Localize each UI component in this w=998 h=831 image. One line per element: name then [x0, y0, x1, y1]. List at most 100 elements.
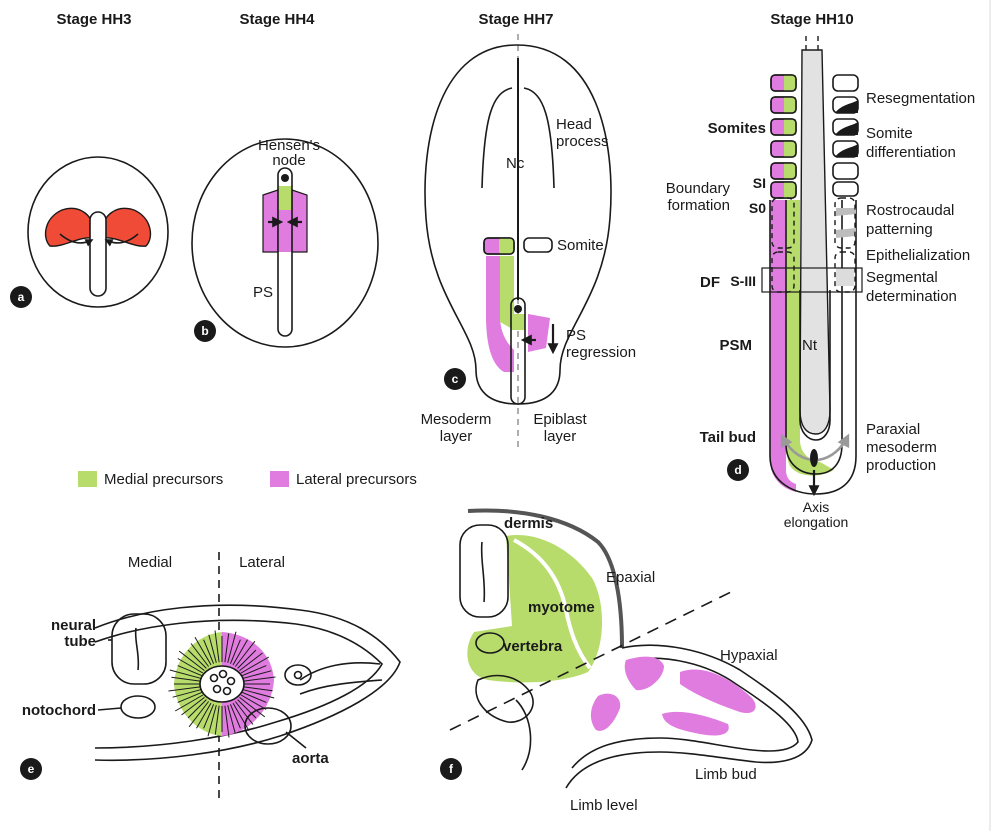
panel-a-badge-label: a — [18, 290, 25, 304]
panel-b-title: Stage HH4 — [239, 11, 315, 28]
right-somite-resegmentation — [833, 75, 858, 91]
lateral-vessel-lumen — [295, 672, 302, 679]
notochord-label: notochord — [22, 702, 96, 719]
left-somite-medial — [784, 75, 796, 91]
nc-label: Nc — [506, 155, 525, 172]
vertebra-label: vertebra — [503, 638, 563, 655]
hypaxial-muscle-upper — [625, 657, 664, 691]
hh4-pink-core — [278, 205, 292, 252]
hypaxial-label: Hypaxial — [720, 647, 778, 664]
right-rostrocaudal-stripe — [836, 208, 856, 216]
somite-differentiation-label-1: Somite — [866, 125, 913, 142]
hh4-medial-precursor-region — [278, 186, 292, 210]
somite-differentiation-label-2: differentiation — [866, 144, 956, 161]
aorta-leader — [286, 732, 306, 748]
panel-e-badge-label: e — [28, 762, 35, 776]
lateral-label: Lateral — [239, 554, 285, 571]
panel-d-badge-label: d — [734, 463, 741, 477]
epiblast-layer-label-2: layer — [544, 428, 577, 445]
hh10-right-somites — [833, 75, 858, 292]
right-s0-prospective-somite — [835, 198, 855, 248]
neural-tube-label-1: neural — [51, 617, 96, 634]
legend-lateral-swatch — [270, 471, 289, 487]
neural-tube-lumen — [136, 628, 139, 670]
limb-bud-muscle-ventral — [662, 712, 729, 736]
right-rostrocaudal-stripe — [836, 228, 856, 238]
f-neural-tube — [460, 525, 508, 617]
panel-d: Stage HH10 — [666, 11, 975, 530]
hh7-right-somite — [524, 238, 552, 252]
panel-c-title: Stage HH7 — [478, 11, 553, 28]
medial-label: Medial — [128, 554, 172, 571]
axis-elongation-label-1: Axis — [803, 499, 829, 515]
hh3-primitive-streak — [90, 212, 106, 296]
si-label: SI — [753, 175, 766, 191]
boundary-formation-label-1: Boundary — [666, 180, 731, 197]
segmental-determination-label-1: Segmental — [866, 269, 938, 286]
legend-lateral-label: Lateral precursors — [296, 471, 417, 488]
psm-label: PSM — [719, 337, 752, 354]
aorta-label: aorta — [292, 750, 329, 767]
left-somite-medial — [784, 141, 796, 157]
right-somite-differentiated-fill — [835, 144, 858, 157]
rostrocaudal-label-2: patterning — [866, 221, 933, 238]
nt-label: Nt — [802, 337, 818, 354]
hh10-left-somites — [771, 75, 796, 198]
s0-label: S0 — [749, 200, 766, 216]
panel-c-badge-label: c — [452, 372, 459, 386]
mesoderm-layer-label-1: Mesoderm — [421, 411, 492, 428]
panel-e: Medial Lateral neural tube notochord aor… — [20, 552, 400, 800]
panel-a: Stage HH3 a — [10, 11, 168, 308]
hh7-somite-label: Somite — [557, 237, 604, 254]
limb-level-outline — [476, 676, 533, 770]
somites-label: Somites — [708, 120, 766, 137]
rostrocaudal-label-1: Rostrocaudal — [866, 202, 954, 219]
df-label: DF — [700, 274, 720, 291]
hh4-ps-label: PS — [253, 284, 273, 301]
epiblast-layer-label-1: Epiblast — [533, 411, 587, 428]
paraxial-label-2: mesoderm — [866, 439, 937, 456]
notochord-leader — [98, 708, 121, 710]
right-somite — [833, 163, 858, 179]
hh7-node-dot — [514, 305, 522, 313]
limb-level-label: Limb level — [570, 797, 638, 814]
left-somite-medial — [784, 163, 796, 179]
axis-elongation-label-2: elongation — [784, 514, 849, 530]
neural-tube-label-2: tube — [64, 633, 96, 650]
epaxial-label: Epaxial — [606, 569, 655, 586]
tail-bud-label: Tail bud — [700, 429, 756, 446]
ps-regression-label-2: regression — [566, 344, 636, 361]
panel-d-title: Stage HH10 — [770, 11, 853, 28]
legend-medial-label: Medial precursors — [104, 471, 223, 488]
legend: Medial precursors Lateral precursors — [78, 471, 417, 488]
ps-regression-label-1: PS — [566, 327, 586, 344]
right-somite-differentiated-fill — [835, 100, 858, 113]
legend-medial-swatch — [78, 471, 97, 487]
panel-f: dermis myotome vertebra Epaxial Hypaxial… — [440, 510, 812, 814]
paraxial-label-1: Paraxial — [866, 421, 920, 438]
hh7-left-somite-medial-half — [499, 238, 514, 254]
panel-a-title: Stage HH3 — [56, 11, 131, 28]
f-neural-tube-lumen — [482, 542, 485, 602]
hh10-neural-tube — [800, 50, 830, 434]
right-somite-differentiated-fill — [835, 122, 858, 135]
left-somite-medial — [784, 97, 796, 113]
dermis-label: dermis — [504, 515, 553, 532]
panel-b: Stage HH4 Hensen's node PS b — [192, 11, 378, 347]
segmental-determination-label-2: determination — [866, 288, 957, 305]
mesoderm-layer-label-2: layer — [440, 428, 473, 445]
panel-b-badge-label: b — [201, 324, 208, 338]
hypaxial-muscle-lower — [591, 694, 620, 731]
head-process-label-2: process — [556, 133, 609, 150]
neural-tube — [112, 614, 166, 684]
left-somite-medial — [784, 119, 796, 135]
paraxial-label-3: production — [866, 457, 936, 474]
hh7-node-medial-cap — [511, 314, 525, 330]
s-iii-label: S-III — [730, 273, 756, 289]
hh7-head-process-left — [482, 88, 512, 188]
right-determination-block — [836, 268, 854, 286]
panel-c: Stage HH7 Nc Head process Somite PS regr… — [421, 11, 636, 450]
hh7-head-process-right — [524, 88, 554, 188]
notochord — [121, 696, 155, 718]
tailbud-node — [810, 449, 818, 467]
